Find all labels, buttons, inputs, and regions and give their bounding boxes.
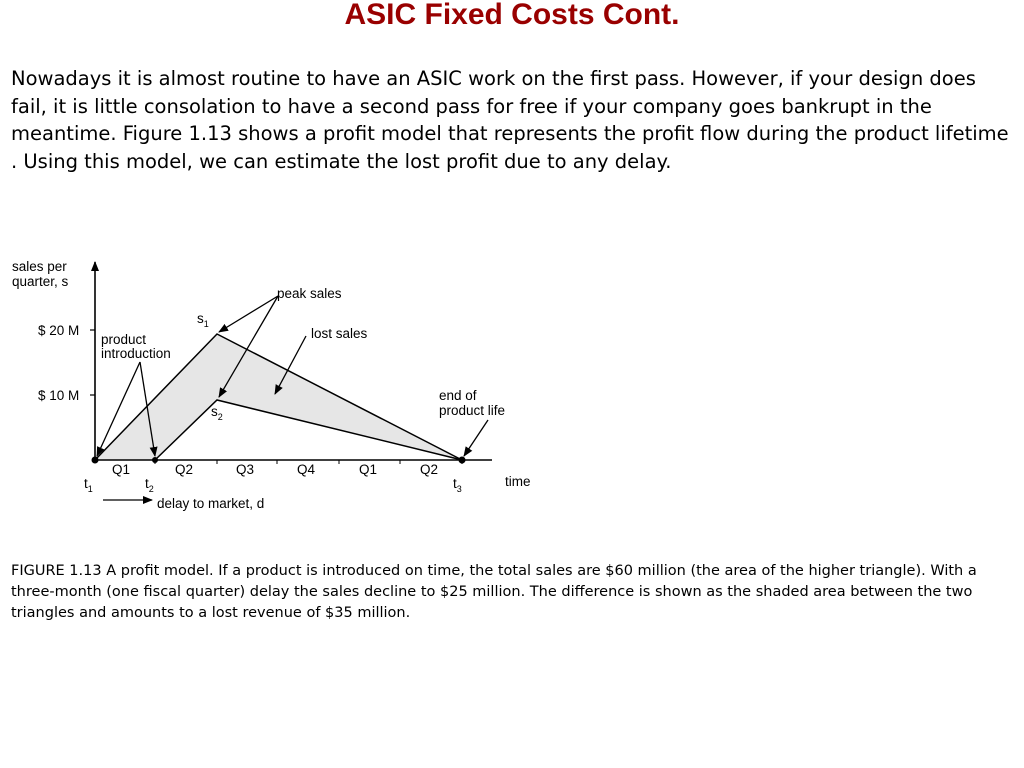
lost-sales-label: lost sales [311, 326, 368, 341]
lost-sales-arrow [274, 335, 307, 395]
slide-title: ASIC Fixed Costs Cont. [344, 0, 680, 31]
quarter-label: Q2 [420, 462, 438, 477]
t1-point [91, 456, 99, 464]
y-tick-label-20m: $ 20 M [38, 323, 79, 338]
delayed-sales-triangle [154, 399, 463, 461]
product-introduction-label: product introduction [101, 332, 171, 361]
figure-caption: FIGURE 1.13 A profit model. If a product… [11, 563, 977, 621]
quarter-label: Q4 [297, 462, 316, 477]
y-axis-label: sales per quarter, s [12, 259, 71, 289]
t2-label: t2 [145, 476, 154, 494]
s1-label: s1 [197, 311, 209, 329]
t3-point [458, 456, 466, 464]
quarter-label: Q1 [359, 462, 377, 477]
peak-sales-arrow-1 [218, 295, 279, 333]
end-of-life-arrow [463, 419, 489, 457]
on-time-sales-triangle [94, 333, 463, 461]
delay-to-market-label: delay to market, d [157, 496, 264, 511]
s2-label: s2 [211, 404, 223, 422]
y-tick-label-10m: $ 10 M [38, 388, 79, 403]
x-axis-label: time [505, 474, 531, 489]
product-intro-arrow-1 [96, 361, 141, 457]
quarter-label: Q2 [175, 462, 193, 477]
quarter-label: Q3 [236, 462, 254, 477]
profit-model-diagram: sales per quarter, s $ 20 M $ 10 M Q1 Q2… [12, 259, 531, 511]
t1-label: t1 [84, 476, 93, 494]
peak-sales-arrow-2 [218, 295, 279, 398]
end-of-life-label: end of product life [439, 388, 505, 418]
profit-model-figure: sales per quarter, s $ 20 M $ 10 M Q1 Q2… [0, 248, 560, 528]
t3-label: t3 [453, 476, 462, 494]
product-intro-arrow-2 [139, 361, 158, 457]
peak-sales-label: peak sales [277, 286, 342, 301]
body-paragraph: Nowadays it is almost routine to have an… [11, 67, 1009, 173]
t2-point [152, 457, 158, 463]
quarter-label: Q1 [112, 462, 130, 477]
